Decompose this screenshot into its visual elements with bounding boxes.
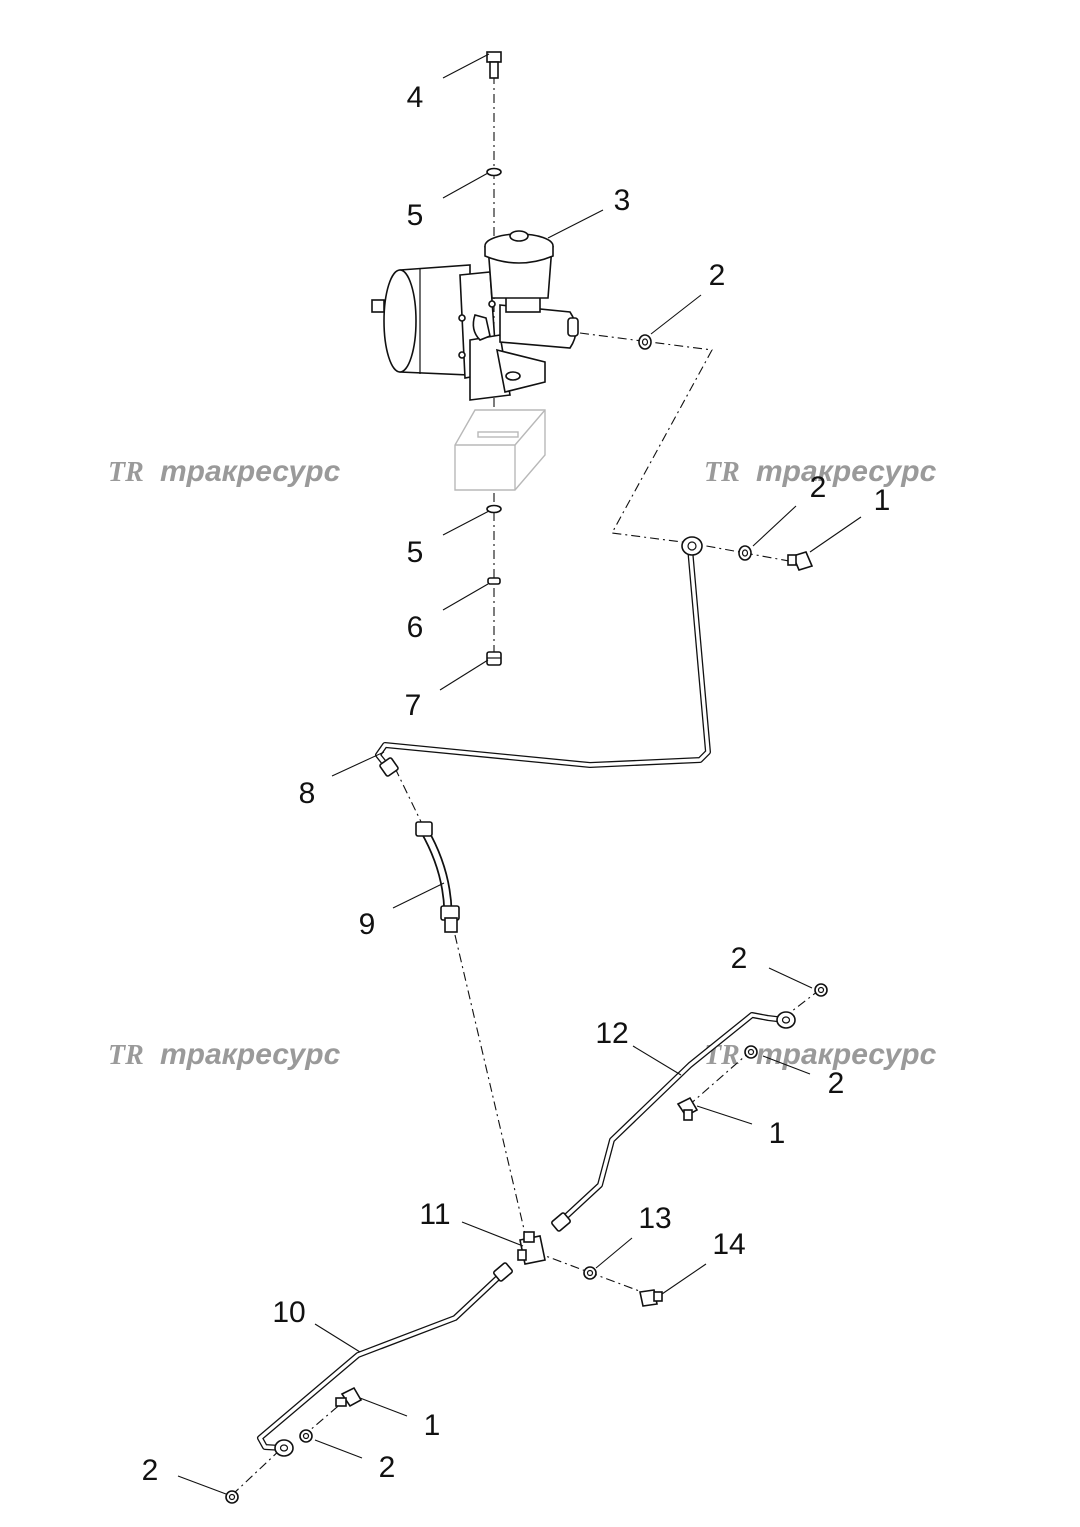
banjo-bolt-part-1-a [787,551,814,571]
washer-part-2-f [225,1490,239,1504]
part-label-14: 14 [712,1228,745,1261]
watermark-logo: TR [108,1040,144,1071]
brake-pipe-part-8 [375,536,711,777]
washer-part-2-b [738,545,752,561]
watermark-text: тракресурс [756,455,937,488]
tee-connector-part-11 [517,1231,546,1265]
washer-part-2-c [814,983,828,997]
part-label-3: 3 [614,184,631,217]
part-label-6: 6 [407,611,424,644]
part-label-2: 2 [828,1067,845,1100]
part-label-12: 12 [595,1017,628,1050]
part-labels: 4 5 3 2 2 1 5 6 7 8 9 2 12 2 1 11 13 14 … [142,81,891,1487]
part-label-2: 2 [379,1451,396,1484]
brake-pipe-part-12 [551,1011,796,1232]
part-label-13: 13 [638,1202,671,1235]
part-label-1: 1 [769,1117,786,1150]
watermark-mid-left: TR тракресурс [108,1038,341,1071]
banjo-bolt-part-1-b [676,1096,699,1121]
watermark-top-left: TR тракресурс [108,455,341,488]
part-label-5: 5 [407,536,424,569]
washer-part-2-d [744,1045,758,1059]
nut-part-7 [486,651,502,666]
watermark-top-right: TR тракресурс [704,455,937,488]
plug-bolt-part-14 [639,1289,663,1307]
lock-washer-part-6 [487,577,501,585]
part-label-2: 2 [709,259,726,292]
part-label-9: 9 [359,908,376,941]
watermark-mid-right: TR тракресурс [704,1038,937,1071]
washer-part-5-bottom [486,504,502,514]
part-label-2: 2 [810,471,827,504]
part-label-1: 1 [424,1409,441,1442]
watermark-text: тракресурс [160,455,341,488]
part-label-11: 11 [419,1198,450,1231]
part-label-5: 5 [407,199,424,232]
washer-part-2-e [299,1429,313,1443]
watermark-logo: TR [108,457,144,488]
part-label-7: 7 [405,689,422,722]
part-label-10: 10 [272,1296,305,1329]
watermark-text: тракресурс [756,1038,937,1071]
watermark-text: тракресурс [160,1038,341,1071]
part-label-1: 1 [874,484,891,517]
brake-pipe-part-10 [257,1262,513,1457]
part-label-2: 2 [142,1454,159,1487]
watermark-logo: TR [704,457,740,488]
mounting-bracket-ghost [454,409,546,491]
brake-hose-part-9 [415,821,460,933]
bolt-part-4 [486,51,502,79]
master-cylinder-part-3 [371,230,579,401]
washer-part-5-top [486,167,502,177]
part-label-2: 2 [731,942,748,975]
part-label-4: 4 [407,81,424,114]
leader-lines [177,53,862,1495]
banjo-bolt-part-1-c [335,1386,363,1408]
washer-part-2-a [638,334,652,350]
watermark-logo: TR [704,1040,740,1071]
washer-part-13 [583,1266,597,1280]
part-label-8: 8 [299,777,316,810]
